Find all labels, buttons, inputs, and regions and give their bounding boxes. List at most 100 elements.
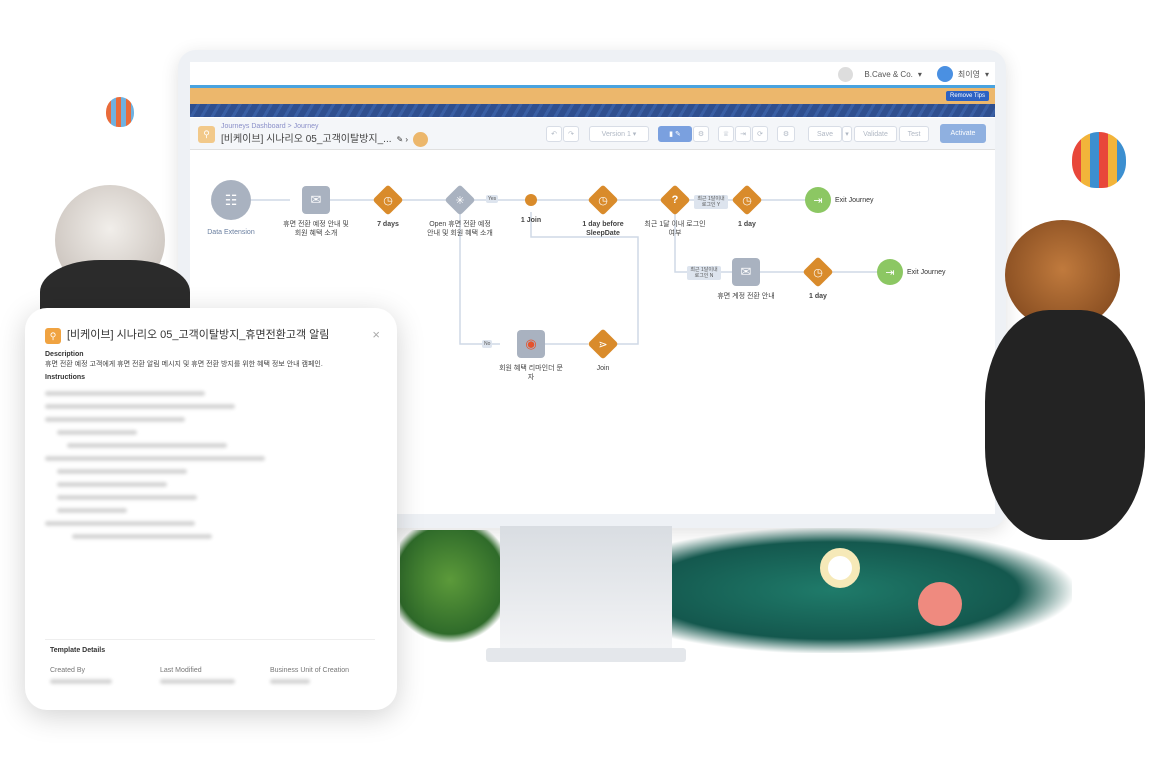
node-label: Exit Journey — [907, 269, 946, 276]
last-modified-label: Last Modified — [160, 667, 202, 674]
node-label: Data Extension — [207, 229, 255, 236]
divider — [190, 85, 995, 88]
data-extension-node[interactable]: ☷ — [211, 180, 251, 220]
envelope-icon: ✉ — [310, 192, 322, 207]
remove-tips-button[interactable]: Remove Tips — [945, 91, 989, 101]
chevron-down-icon: ▾ — [984, 69, 989, 79]
bear-mascot-body — [985, 310, 1145, 540]
journey-title: [비케이브] 시나리오 05_고객이탈방지_... — [221, 134, 392, 145]
canvas-view-button[interactable]: ▮ ✎ — [658, 126, 692, 142]
validate-label: Validate — [863, 130, 888, 138]
node-label: 1 day before SleepDate — [582, 221, 624, 237]
hot-air-balloon-right — [1072, 132, 1126, 188]
blurred-text — [67, 443, 227, 448]
blurred-text — [72, 534, 212, 539]
business-unit-label: Business Unit of Creation — [270, 667, 349, 674]
clock-icon: ◷ — [383, 194, 393, 207]
connector — [530, 212, 639, 345]
clock-icon: ◷ — [742, 194, 752, 207]
blurred-text — [45, 391, 205, 396]
clock-icon: ◷ — [813, 266, 823, 279]
user-avatar[interactable] — [936, 66, 953, 82]
list-icon: ☷ — [224, 192, 238, 208]
blurred-value — [160, 679, 235, 684]
branch-label-no: No — [482, 340, 493, 348]
instructions-label: Instructions — [45, 374, 86, 381]
blurred-text — [57, 430, 137, 435]
exit-journey-node[interactable]: ⇥ — [805, 187, 831, 213]
version-select[interactable]: Version 1 ▾ — [589, 126, 649, 142]
node-label: 1 day — [809, 293, 827, 300]
sms-node[interactable]: ◉ — [517, 330, 545, 358]
monitor-stand — [500, 526, 672, 652]
undo-button[interactable]: ↶ — [546, 126, 562, 142]
exit-icon: ⇥ — [885, 266, 895, 279]
org-avatar — [838, 66, 854, 82]
blurred-text — [57, 482, 167, 487]
blurred-text — [57, 469, 187, 474]
journey-toolbar: ⚲ Journeys Dashboard > Journey [비케이브] 시나… — [190, 118, 995, 150]
journey-heading: Journeys Dashboard > Journey [비케이브] 시나리오… — [221, 122, 429, 147]
exit-journey-node[interactable]: ⇥ — [877, 259, 903, 285]
plants-illustration — [672, 528, 1072, 653]
hot-air-balloon-left — [106, 97, 134, 127]
join-dot[interactable] — [525, 194, 537, 206]
exit-icon: ⇥ — [813, 194, 823, 207]
cursor-click-icon: ✳ — [455, 194, 465, 207]
flower-icon — [918, 582, 962, 626]
branch-label-login-n: 최근 1달이내 로그인 N — [687, 266, 721, 280]
redo-button[interactable]: ↷ — [563, 126, 579, 142]
save-button[interactable]: Save — [808, 126, 842, 142]
goal-button[interactable]: ♕ — [718, 126, 734, 142]
activate-label: Activate — [950, 130, 976, 137]
node-label: 1 Join — [520, 217, 542, 224]
blurred-text — [45, 404, 235, 409]
global-header: B.Cave & Co. ▾ 최이영 ▾ — [190, 62, 995, 86]
plants-illustration — [400, 530, 500, 655]
flower-icon — [820, 548, 860, 588]
created-by-label: Created By — [50, 667, 86, 674]
version-label: Version 1 — [601, 130, 631, 138]
save-label: Save — [817, 130, 833, 138]
node-label: 최근 1달 이내 로그인 여부 — [644, 221, 706, 237]
email-node[interactable]: ✉ — [302, 186, 330, 214]
activate-button[interactable]: Activate — [940, 124, 986, 143]
description-text: 휴면 전환 예정 고객에게 휴면 전환 알림 메시지 및 휴면 전환 방지를 위… — [45, 361, 323, 368]
gear-icon[interactable]: ⚙ — [777, 126, 795, 142]
node-label: Exit Journey — [835, 197, 874, 204]
email-node[interactable]: ✉ — [732, 258, 760, 286]
test-button[interactable]: Test — [899, 126, 929, 142]
entry-button[interactable]: ⟳ — [752, 126, 768, 142]
close-icon[interactable]: × — [372, 327, 380, 342]
description-label: Description — [45, 351, 84, 358]
question-icon: ? — [671, 194, 679, 206]
node-label: 회원 혜택 리마인더 문자 — [499, 365, 563, 381]
tip-lightbulb-icon[interactable] — [413, 132, 429, 147]
node-label: 1 day — [738, 221, 756, 228]
node-label: 7 days — [377, 221, 399, 228]
org-switcher[interactable]: B.Cave & Co. — [864, 69, 913, 79]
node-label: 휴면 계정 전환 안내 — [717, 293, 775, 300]
blurred-text — [57, 495, 197, 500]
chevron-down-icon: ▾ — [917, 69, 922, 79]
user-menu[interactable]: 최이영 — [957, 69, 980, 79]
validate-button[interactable]: Validate — [854, 126, 897, 142]
clock-person-icon: ◷ — [598, 194, 608, 207]
blurred-text — [45, 521, 195, 526]
blurred-text — [45, 456, 265, 461]
template-details-card: ⚲ [비케이브] 시나리오 05_고객이탈방지_휴면전환고객 알림 × Desc… — [25, 308, 397, 710]
blurred-value — [50, 679, 112, 684]
branch-label-login-y: 최근 1달이내 로그인 Y — [694, 195, 728, 209]
blurred-value — [270, 679, 310, 684]
tips-banner: Remove Tips — [190, 88, 995, 104]
divider — [45, 639, 375, 640]
journey-icon: ⚲ — [198, 126, 215, 143]
node-label: Open 휴면 전환 예정 안내 및 회원 혜택 소개 — [427, 221, 493, 237]
card-header: ⚲ [비케이브] 시나리오 05_고객이탈방지_휴면전환고객 알림 × — [45, 328, 380, 344]
edit-pencil-icon[interactable]: ✎ › — [396, 135, 409, 144]
blurred-text — [45, 417, 185, 422]
breadcrumb[interactable]: Journeys Dashboard > Journey — [221, 123, 319, 130]
save-options-chevron[interactable]: ▾ — [842, 126, 852, 142]
settings-tool-button[interactable]: ⚙ — [693, 126, 709, 142]
exit-criteria-button[interactable]: ⇥ — [735, 126, 751, 142]
